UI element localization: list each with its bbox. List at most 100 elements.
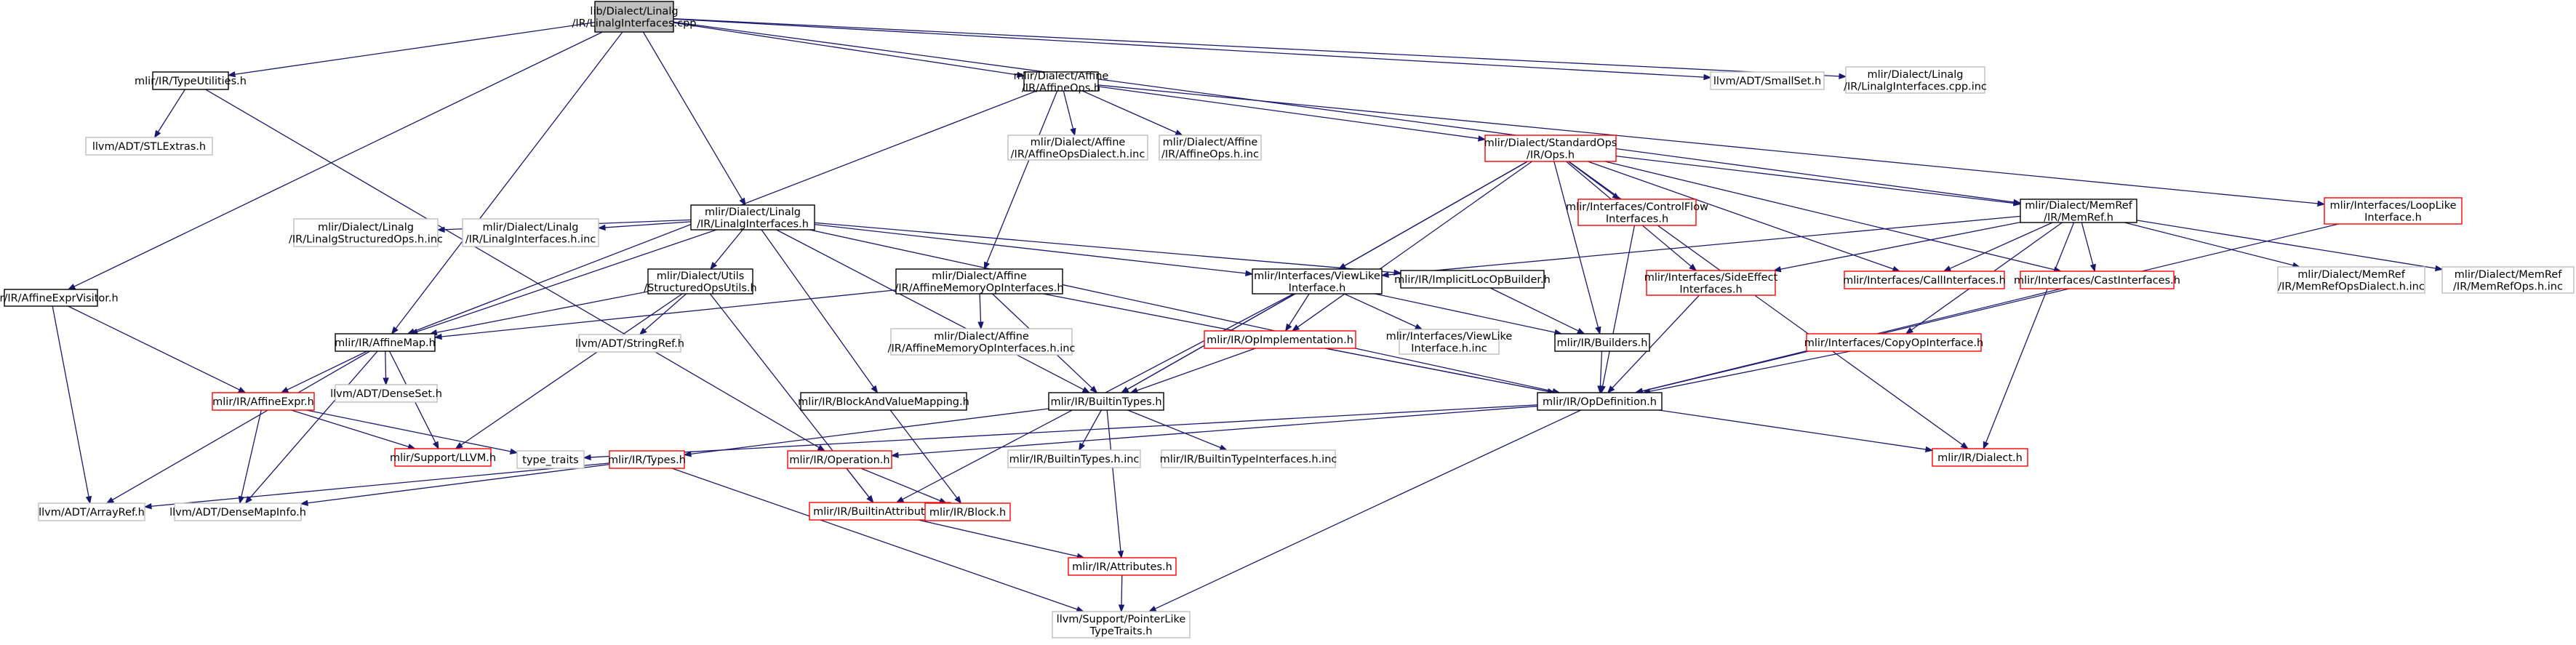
node-box[interactable]	[1204, 330, 1356, 349]
node-box[interactable]	[1052, 611, 1191, 638]
node-linstructinc[interactable]: mlir/Dialect/Linalg/IR/LinalgStructuredO…	[289, 218, 443, 247]
node-box[interactable]	[212, 392, 315, 411]
edge-arrowhead	[817, 444, 826, 452]
node-box[interactable]	[1484, 135, 1617, 162]
node-affinevis[interactable]: mlir/IR/AffineExprVisitor.h	[0, 289, 119, 307]
node-box[interactable]	[462, 218, 599, 247]
node-block[interactable]: mlir/IR/Block.h	[924, 502, 1011, 521]
node-box[interactable]	[609, 450, 685, 469]
node-memref[interactable]: mlir/Dialect/MemRef/IR/MemRef.h	[2020, 199, 2137, 223]
node-box[interactable]	[1844, 271, 2005, 289]
node-box[interactable]	[516, 450, 585, 469]
node-box[interactable]	[152, 71, 229, 90]
node-typeutil[interactable]: mlir/IR/TypeUtilities.h	[135, 71, 247, 90]
node-box[interactable]	[1161, 449, 1336, 468]
node-box[interactable]	[1007, 135, 1148, 161]
node-supllvm[interactable]: mlir/Support/LLVM.h	[390, 448, 496, 467]
node-box[interactable]	[1068, 557, 1177, 576]
node-attributes[interactable]: mlir/IR/Attributes.h	[1068, 557, 1177, 576]
node-box[interactable]	[1845, 66, 1985, 94]
node-box[interactable]	[1932, 448, 2028, 467]
node-opdef[interactable]: mlir/IR/OpDefinition.h	[1537, 392, 1663, 411]
node-box[interactable]	[895, 268, 1063, 295]
node-box[interactable]	[890, 328, 1073, 356]
node-btinc[interactable]: mlir/IR/BuiltinTypes.h.inc	[1007, 449, 1141, 468]
node-operation[interactable]: mlir/IR/Operation.h	[787, 450, 892, 469]
node-box[interactable]	[647, 268, 753, 295]
node-box[interactable]	[924, 502, 1011, 521]
node-box[interactable]	[1023, 71, 1099, 92]
node-builtintypes[interactable]: mlir/IR/BuiltinTypes.h	[1048, 392, 1164, 411]
node-box[interactable]	[85, 137, 213, 156]
node-box[interactable]	[1537, 392, 1663, 411]
node-impllocb[interactable]: mlir/IR/ImplicitLocOpBuilder.h	[1394, 270, 1551, 289]
node-typetraits[interactable]: type_traits	[516, 450, 585, 469]
node-box[interactable]	[1159, 135, 1262, 161]
node-box[interactable]	[2441, 266, 2575, 294]
node-box[interactable]	[1399, 329, 1500, 355]
node-bavm[interactable]: mlir/IR/BlockAndValueMapping.h	[798, 392, 969, 411]
node-box[interactable]	[335, 384, 438, 403]
node-arrayref[interactable]: llvm/ADT/ArrayRef.h	[38, 502, 145, 521]
node-callintf[interactable]: mlir/Interfaces/CallInterfaces.h	[1843, 271, 2006, 289]
node-affopsinc[interactable]: mlir/Dialect/Affine/IR/AffineOps.h.inc	[1159, 135, 1262, 161]
node-box[interactable]	[394, 448, 492, 467]
node-builders[interactable]: mlir/IR/Builders.h	[1554, 333, 1650, 352]
node-box[interactable]	[335, 333, 436, 352]
node-affinemap[interactable]: mlir/IR/AffineMap.h	[335, 333, 436, 352]
node-stringref[interactable]: llvm/ADT/StringRef.h	[575, 334, 684, 353]
node-box[interactable]	[594, 1, 674, 33]
node-box[interactable]	[2277, 266, 2425, 294]
node-box[interactable]	[2020, 199, 2137, 223]
node-affexpr[interactable]: mlir/IR/AffineExpr.h	[212, 392, 315, 411]
node-memrefdialinc[interactable]: mlir/Dialect/MemRef/IR/MemRefOpsDialect.…	[2277, 266, 2425, 294]
node-box[interactable]	[4, 289, 98, 307]
node-btiinc[interactable]: mlir/IR/BuiltinTypeInterfaces.h.inc	[1160, 449, 1337, 468]
node-box[interactable]	[1252, 268, 1383, 295]
node-stlextras[interactable]: llvm/ADT/STLExtras.h	[85, 137, 213, 156]
node-box[interactable]	[1577, 199, 1697, 226]
node-root[interactable]: lib/Dialect/Linalg/IR/LinalgInterfaces.c…	[572, 1, 697, 33]
node-affmemintf[interactable]: mlir/Dialect/Affine/IR/AffineMemoryOpInt…	[895, 268, 1064, 295]
node-box[interactable]	[2324, 197, 2463, 225]
node-box[interactable]	[174, 502, 302, 521]
node-box[interactable]	[1048, 392, 1164, 411]
node-box[interactable]	[1554, 333, 1650, 352]
node-affdialinc[interactable]: mlir/Dialect/Affine/IR/AffineOpsDialect.…	[1007, 135, 1148, 161]
node-copyop[interactable]: mlir/Interfaces/CopyOpInterface.h	[1804, 333, 1984, 352]
node-densemapinfo[interactable]: llvm/ADT/DenseMapInfo.h	[169, 502, 306, 521]
node-box[interactable]	[1646, 270, 1776, 296]
node-box[interactable]	[1400, 270, 1545, 289]
node-types[interactable]: mlir/IR/Types.h	[608, 450, 686, 469]
node-structutils[interactable]: mlir/Dialect/Utils/StructuredOpsUtils.h	[644, 268, 757, 295]
node-castintf[interactable]: mlir/Interfaces/CastInterfaces.h	[2014, 271, 2180, 289]
node-box[interactable]	[38, 502, 145, 521]
node-affmeminc[interactable]: mlir/Dialect/Affine/IR/AffineMemoryOpInt…	[888, 328, 1076, 356]
node-affineops[interactable]: mlir/Dialect/Affine/IR/AffineOps.h	[1014, 71, 1109, 95]
node-densest[interactable]: llvm/ADT/DenseSet.h	[330, 384, 442, 403]
node-opimpl[interactable]: mlir/IR/OpImplementation.h	[1204, 330, 1356, 349]
node-linintfinc[interactable]: mlir/Dialect/Linalg/IR/LinalgInterfaces.…	[462, 218, 599, 247]
node-box[interactable]	[1710, 71, 1825, 90]
node-box[interactable]	[293, 218, 439, 247]
node-memrefopsinc[interactable]: mlir/Dialect/MemRef/IR/MemRefOps.h.inc	[2441, 266, 2575, 294]
node-box[interactable]	[1007, 449, 1141, 468]
node-dialect[interactable]: mlir/IR/Dialect.h	[1932, 448, 2028, 467]
node-box[interactable]	[1806, 333, 1982, 352]
node-stdops[interactable]: mlir/Dialect/StandardOps/IR/Ops.h	[1484, 135, 1617, 162]
node-builtinattr[interactable]: mlir/IR/BuiltinAttributes.h	[809, 502, 951, 521]
node-box[interactable]	[800, 392, 967, 411]
node-box[interactable]	[690, 204, 815, 231]
node-box[interactable]	[787, 450, 892, 469]
node-linintf[interactable]: mlir/Dialect/Linalg/IR/LinalgInterfaces.…	[690, 204, 815, 231]
node-smallset[interactable]: llvm/ADT/SmallSet.h	[1710, 71, 1825, 90]
node-box[interactable]	[2020, 271, 2175, 289]
node-lininc[interactable]: mlir/Dialect/Linalg/IR/LinalgInterfaces.…	[1844, 66, 1987, 94]
node-box[interactable]	[578, 334, 681, 353]
